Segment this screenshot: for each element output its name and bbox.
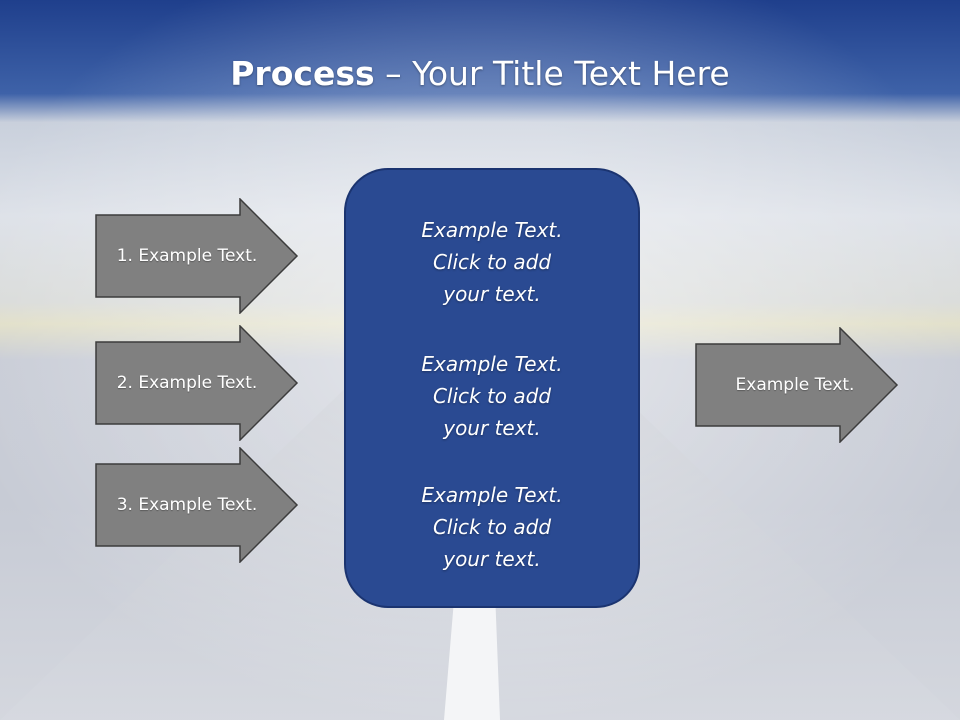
arrow-label: 3. Example Text. [116, 495, 258, 515]
center-paragraph-2: Example Text. Click to add your text. [346, 348, 638, 444]
arrow-shape [695, 327, 899, 443]
center-text-box[interactable]: Example Text. Click to add your text. Ex… [344, 168, 640, 608]
arrow-label: 2. Example Text. [116, 373, 258, 393]
left-arrow-2[interactable]: 2. Example Text. [95, 325, 299, 441]
paragraph-line: your text. [443, 547, 541, 571]
center-paragraph-1: Example Text. Click to add your text. [346, 214, 638, 310]
paragraph-line: your text. [443, 416, 541, 440]
title-rest-text: – Your Title Text Here [374, 54, 730, 93]
paragraph-line: Click to add [432, 515, 552, 539]
slide-title[interactable]: Process – Your Title Text Here [0, 52, 960, 96]
arrow-label: Example Text. [735, 375, 855, 395]
left-arrow-3[interactable]: 3. Example Text. [95, 447, 299, 563]
paragraph-line: Example Text. [421, 352, 563, 376]
left-arrow-1[interactable]: 1. Example Text. [95, 198, 299, 314]
arrow-label: 1. Example Text. [116, 246, 258, 266]
paragraph-line: Click to add [432, 384, 552, 408]
paragraph-line: Example Text. [421, 483, 563, 507]
arrow-shape [95, 447, 299, 563]
center-paragraph-3: Example Text. Click to add your text. [346, 479, 638, 575]
title-bold-text: Process [230, 54, 375, 93]
paragraph-line: your text. [443, 282, 541, 306]
paragraph-line: Example Text. [421, 218, 563, 242]
right-arrow[interactable]: Example Text. [695, 327, 899, 443]
arrow-shape [95, 325, 299, 441]
paragraph-line: Click to add [432, 250, 552, 274]
arrow-shape [95, 198, 299, 314]
